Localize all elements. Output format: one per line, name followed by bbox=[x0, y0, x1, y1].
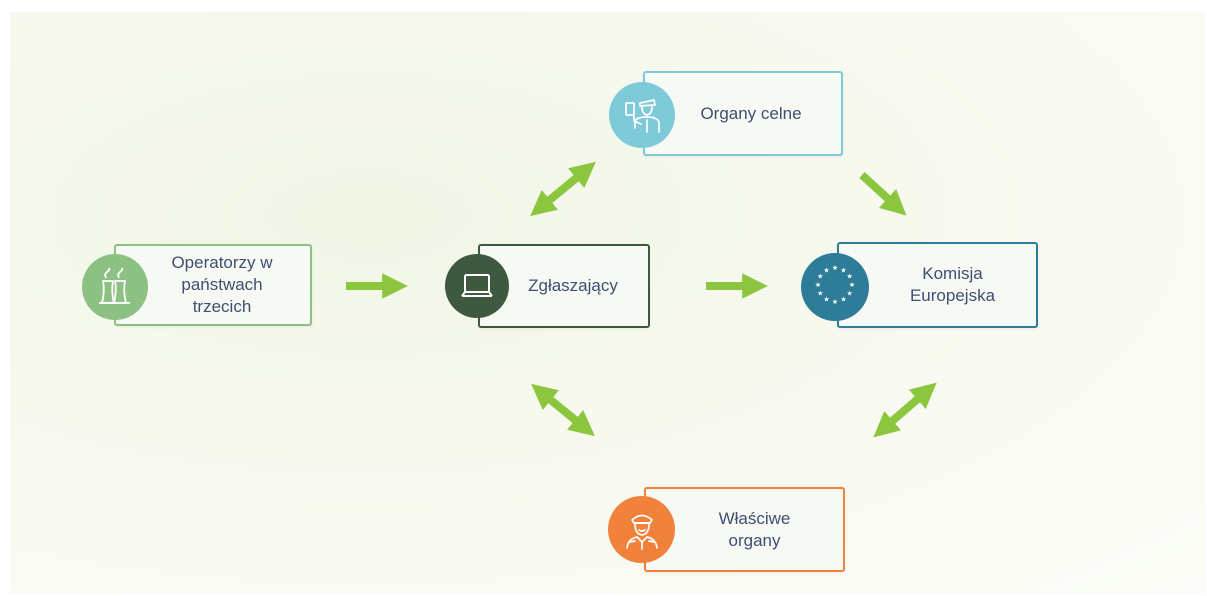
authorities-label-line2: organy bbox=[728, 530, 781, 550]
authorities-label-line1: Właściwe bbox=[718, 508, 791, 528]
customs-officer-icon bbox=[609, 82, 675, 148]
arrow-declarant-authorities bbox=[531, 383, 595, 437]
svg-text:★: ★ bbox=[847, 290, 853, 298]
operators-label-line2: państwach bbox=[181, 275, 263, 294]
node-declarant: Zgłaszający bbox=[478, 244, 650, 328]
declarant-label: Zgłaszający bbox=[528, 276, 618, 295]
svg-text:★: ★ bbox=[832, 264, 838, 272]
eu-flag-icon: ★ ★ ★ ★ ★ ★ ★ ★ ★ ★ ★ ★ bbox=[801, 253, 869, 321]
customs-label: Organy celne bbox=[700, 103, 802, 123]
arrow-commission-authorities bbox=[873, 382, 937, 438]
svg-text:★: ★ bbox=[840, 266, 846, 274]
svg-text:★: ★ bbox=[823, 296, 829, 304]
laptop-icon bbox=[445, 254, 509, 318]
officer-icon bbox=[608, 496, 675, 563]
commission-label-line2: Europejska bbox=[909, 286, 996, 305]
factory-icon bbox=[82, 254, 148, 320]
svg-text:★: ★ bbox=[817, 273, 823, 281]
arrow-declarant-customs bbox=[530, 161, 596, 217]
svg-text:★: ★ bbox=[840, 296, 846, 304]
node-customs: Organy celne bbox=[643, 71, 843, 156]
arrow-customs-to-commission bbox=[859, 172, 907, 216]
svg-text:★: ★ bbox=[817, 290, 823, 298]
svg-text:★: ★ bbox=[823, 266, 829, 274]
svg-text:★: ★ bbox=[815, 281, 821, 289]
node-commission: Komisja Europejska bbox=[837, 242, 1038, 328]
operators-label-line3: trzecich bbox=[192, 297, 252, 316]
node-operators: Operatorzy w państwach trzecich bbox=[114, 244, 312, 326]
svg-text:★: ★ bbox=[849, 281, 855, 289]
svg-text:★: ★ bbox=[832, 298, 838, 306]
svg-text:★: ★ bbox=[847, 273, 853, 281]
operators-label-line1: Operatorzy w bbox=[171, 253, 273, 272]
commission-label-line1: Komisja bbox=[922, 264, 983, 283]
